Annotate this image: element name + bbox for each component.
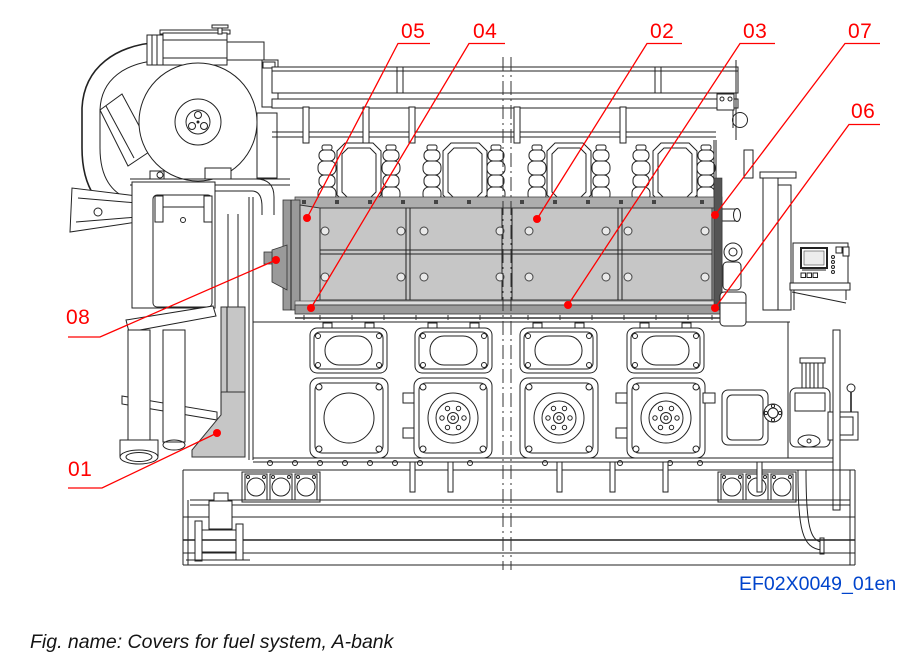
crankcase-cover: [413, 377, 493, 459]
leader-01: [68, 432, 218, 489]
camshaft-cover: [309, 322, 388, 374]
rocker-cover: [652, 142, 698, 204]
dot-04: [307, 304, 315, 312]
callout-label-04: 04: [473, 20, 498, 43]
break-lines: [502, 57, 512, 570]
crankcase-zone: [241, 321, 833, 503]
callout-annotations: [68, 42, 880, 489]
cover-bottom-rail: [294, 304, 723, 315]
leader-02: [536, 42, 682, 220]
callout-label-03: 03: [743, 20, 768, 43]
cover-top-strip: [294, 196, 723, 209]
leader-04: [310, 42, 505, 309]
callout-label-06: 06: [851, 100, 876, 123]
panel-holes: [320, 226, 710, 282]
injection-pump: [631, 144, 651, 202]
fuel-lower-cover-01: [191, 391, 246, 458]
dot-08: [272, 256, 280, 264]
leader-07: [714, 42, 880, 216]
camshaft-cover: [626, 322, 705, 374]
injection-pump: [591, 144, 611, 202]
turbocharger-group: [69, 24, 290, 233]
dot-06: [711, 304, 719, 312]
injection-pump: [527, 144, 547, 202]
leader-06: [714, 123, 880, 309]
callout-label-08: 08: [66, 306, 91, 329]
dot-02: [533, 215, 541, 223]
dot-03: [564, 301, 572, 309]
left-assembly: [119, 178, 275, 465]
top-beams: [262, 60, 748, 140]
dot-01: [213, 429, 221, 437]
crankcase-cover: [519, 377, 599, 459]
engine-right-end: [713, 149, 859, 555]
camshaft-cover: [519, 322, 598, 374]
leader-03: [567, 42, 775, 306]
callout-label-07: 07: [848, 20, 873, 43]
rocker-cover: [546, 142, 592, 204]
callout-label-05: 05: [401, 20, 426, 43]
figure-code: EF02X0049_01en: [739, 573, 897, 595]
crankcase-cover: [309, 377, 389, 459]
engine-base-skid: [182, 461, 856, 566]
figure-caption: Fig. name: Covers for fuel system, A-ban…: [30, 631, 394, 653]
rocker-cover: [336, 142, 382, 204]
injection-pump: [422, 144, 442, 202]
control-cabinet: [789, 242, 851, 310]
dot-07: [711, 211, 719, 219]
fuel-duct-cover: [220, 306, 246, 393]
fuel-inlet-bracket: [271, 244, 288, 291]
small-cover-module: [241, 471, 321, 503]
callout-label-02: 02: [650, 20, 675, 43]
camshaft-cover: [414, 322, 493, 374]
cylinder-head-zone: [302, 106, 717, 205]
leader-05: [306, 42, 430, 219]
rail-bolts: [267, 460, 703, 466]
injection-pump: [696, 144, 716, 202]
leader-08: [68, 259, 277, 338]
crankcase-cover: [626, 377, 706, 459]
dot-05: [303, 214, 311, 222]
rocker-cover: [442, 142, 488, 204]
display-screen: [803, 250, 825, 266]
callout-label-01: 01: [68, 458, 93, 481]
injection-pump: [486, 144, 506, 202]
